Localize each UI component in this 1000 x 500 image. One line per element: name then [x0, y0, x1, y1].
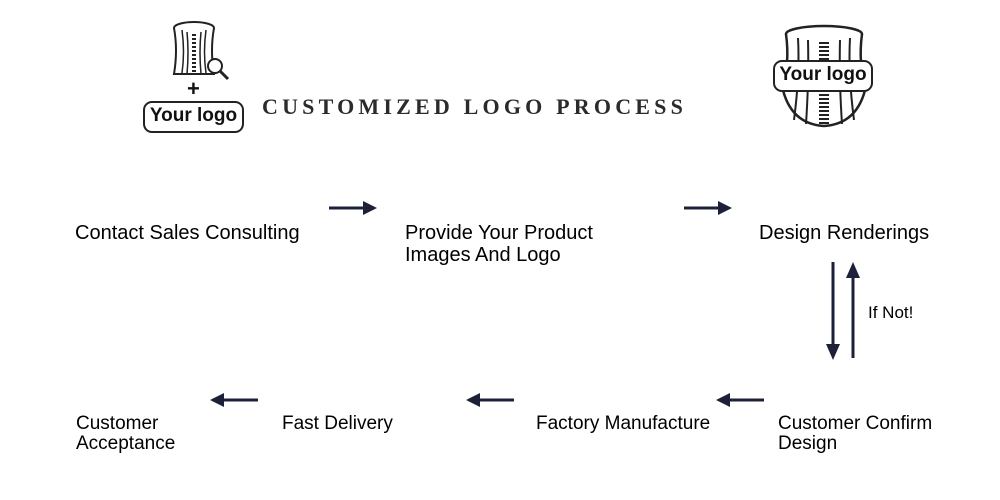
step-customer-confirm: Customer Confirm Design — [778, 414, 932, 454]
arrow-up-icon — [846, 262, 860, 358]
step-customer-acceptance: Customer Acceptance — [76, 414, 175, 454]
arrow-left-3-icon — [210, 393, 258, 407]
step-provide-product: Provide Your Product Images And Logo — [405, 222, 593, 266]
arrow-right-1-icon — [329, 201, 377, 215]
step-factory-manufacture: Factory Manufacture — [536, 413, 711, 434]
your-logo-badge-left: Your logo — [143, 101, 244, 133]
arrow-down-icon — [826, 262, 840, 360]
arrow-right-2-icon — [684, 201, 732, 215]
step-contact-sales: Contact Sales Consulting — [75, 222, 300, 244]
step-provide-line1: Provide Your Product — [405, 222, 593, 244]
plus-sign: + — [187, 76, 200, 101]
step-acceptance-line2: Acceptance — [76, 433, 176, 454]
arrow-left-1-icon — [716, 393, 764, 407]
arrow-left-2-icon — [466, 393, 514, 407]
your-logo-badge-right: Your logo — [773, 60, 873, 92]
step-confirm-line2: Design — [778, 433, 838, 454]
step-confirm-line1: Customer Confirm — [778, 413, 933, 434]
step-acceptance-line1: Customer — [76, 413, 159, 434]
if-not-note: If Not! — [868, 303, 914, 322]
corset-with-magnifier-icon — [172, 21, 230, 81]
step-fast-delivery: Fast Delivery — [282, 413, 393, 434]
step-provide-line2: Images And Logo — [405, 244, 561, 266]
step-design-renderings: Design Renderings — [759, 222, 930, 244]
page-title: CUSTOMIZED LOGO PROCESS — [262, 94, 688, 119]
